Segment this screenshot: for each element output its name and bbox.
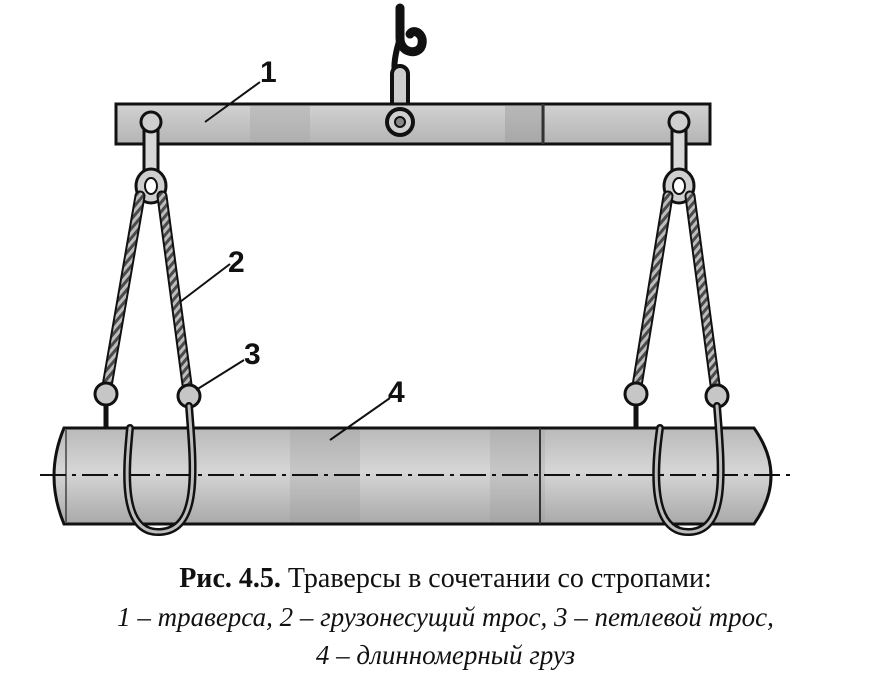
right-loop-rope [652, 402, 725, 537]
callout-4-label: 4 [388, 376, 405, 409]
left-loop-rope [123, 402, 197, 537]
caption-title: Траверсы в сочетании со стропами: [280, 563, 712, 594]
traverse-beam [114, 102, 712, 146]
right-load-bearing-rope [623, 190, 730, 428]
left-suspension [134, 110, 168, 205]
caption-legend-line-1: 1 – траверса, 2 – грузонесущий трос, 3 –… [117, 602, 774, 632]
callout-4: 4 [329, 376, 405, 441]
callout-1: 1 [204, 56, 277, 123]
caption-figure-number: Рис. 4.5. [179, 563, 281, 594]
callout-2: 2 [179, 246, 245, 303]
long-load [40, 426, 790, 526]
lifting-beam-diagram: 1 2 3 4 [40, 3, 790, 537]
caption-legend-line-2: 4 – длинномерный груз [315, 640, 576, 670]
figure-caption: Рис. 4.5. Траверсы в сочетании со стропа… [0, 560, 891, 674]
caption-title-line: Рис. 4.5. Траверсы в сочетании со стропа… [0, 560, 891, 598]
callout-1-label: 1 [260, 56, 277, 89]
left-load-bearing-rope [93, 190, 202, 428]
callout-3-label: 3 [244, 338, 261, 371]
callout-2-label: 2 [228, 246, 245, 279]
callout-3: 3 [195, 338, 261, 391]
right-suspension [662, 110, 696, 205]
